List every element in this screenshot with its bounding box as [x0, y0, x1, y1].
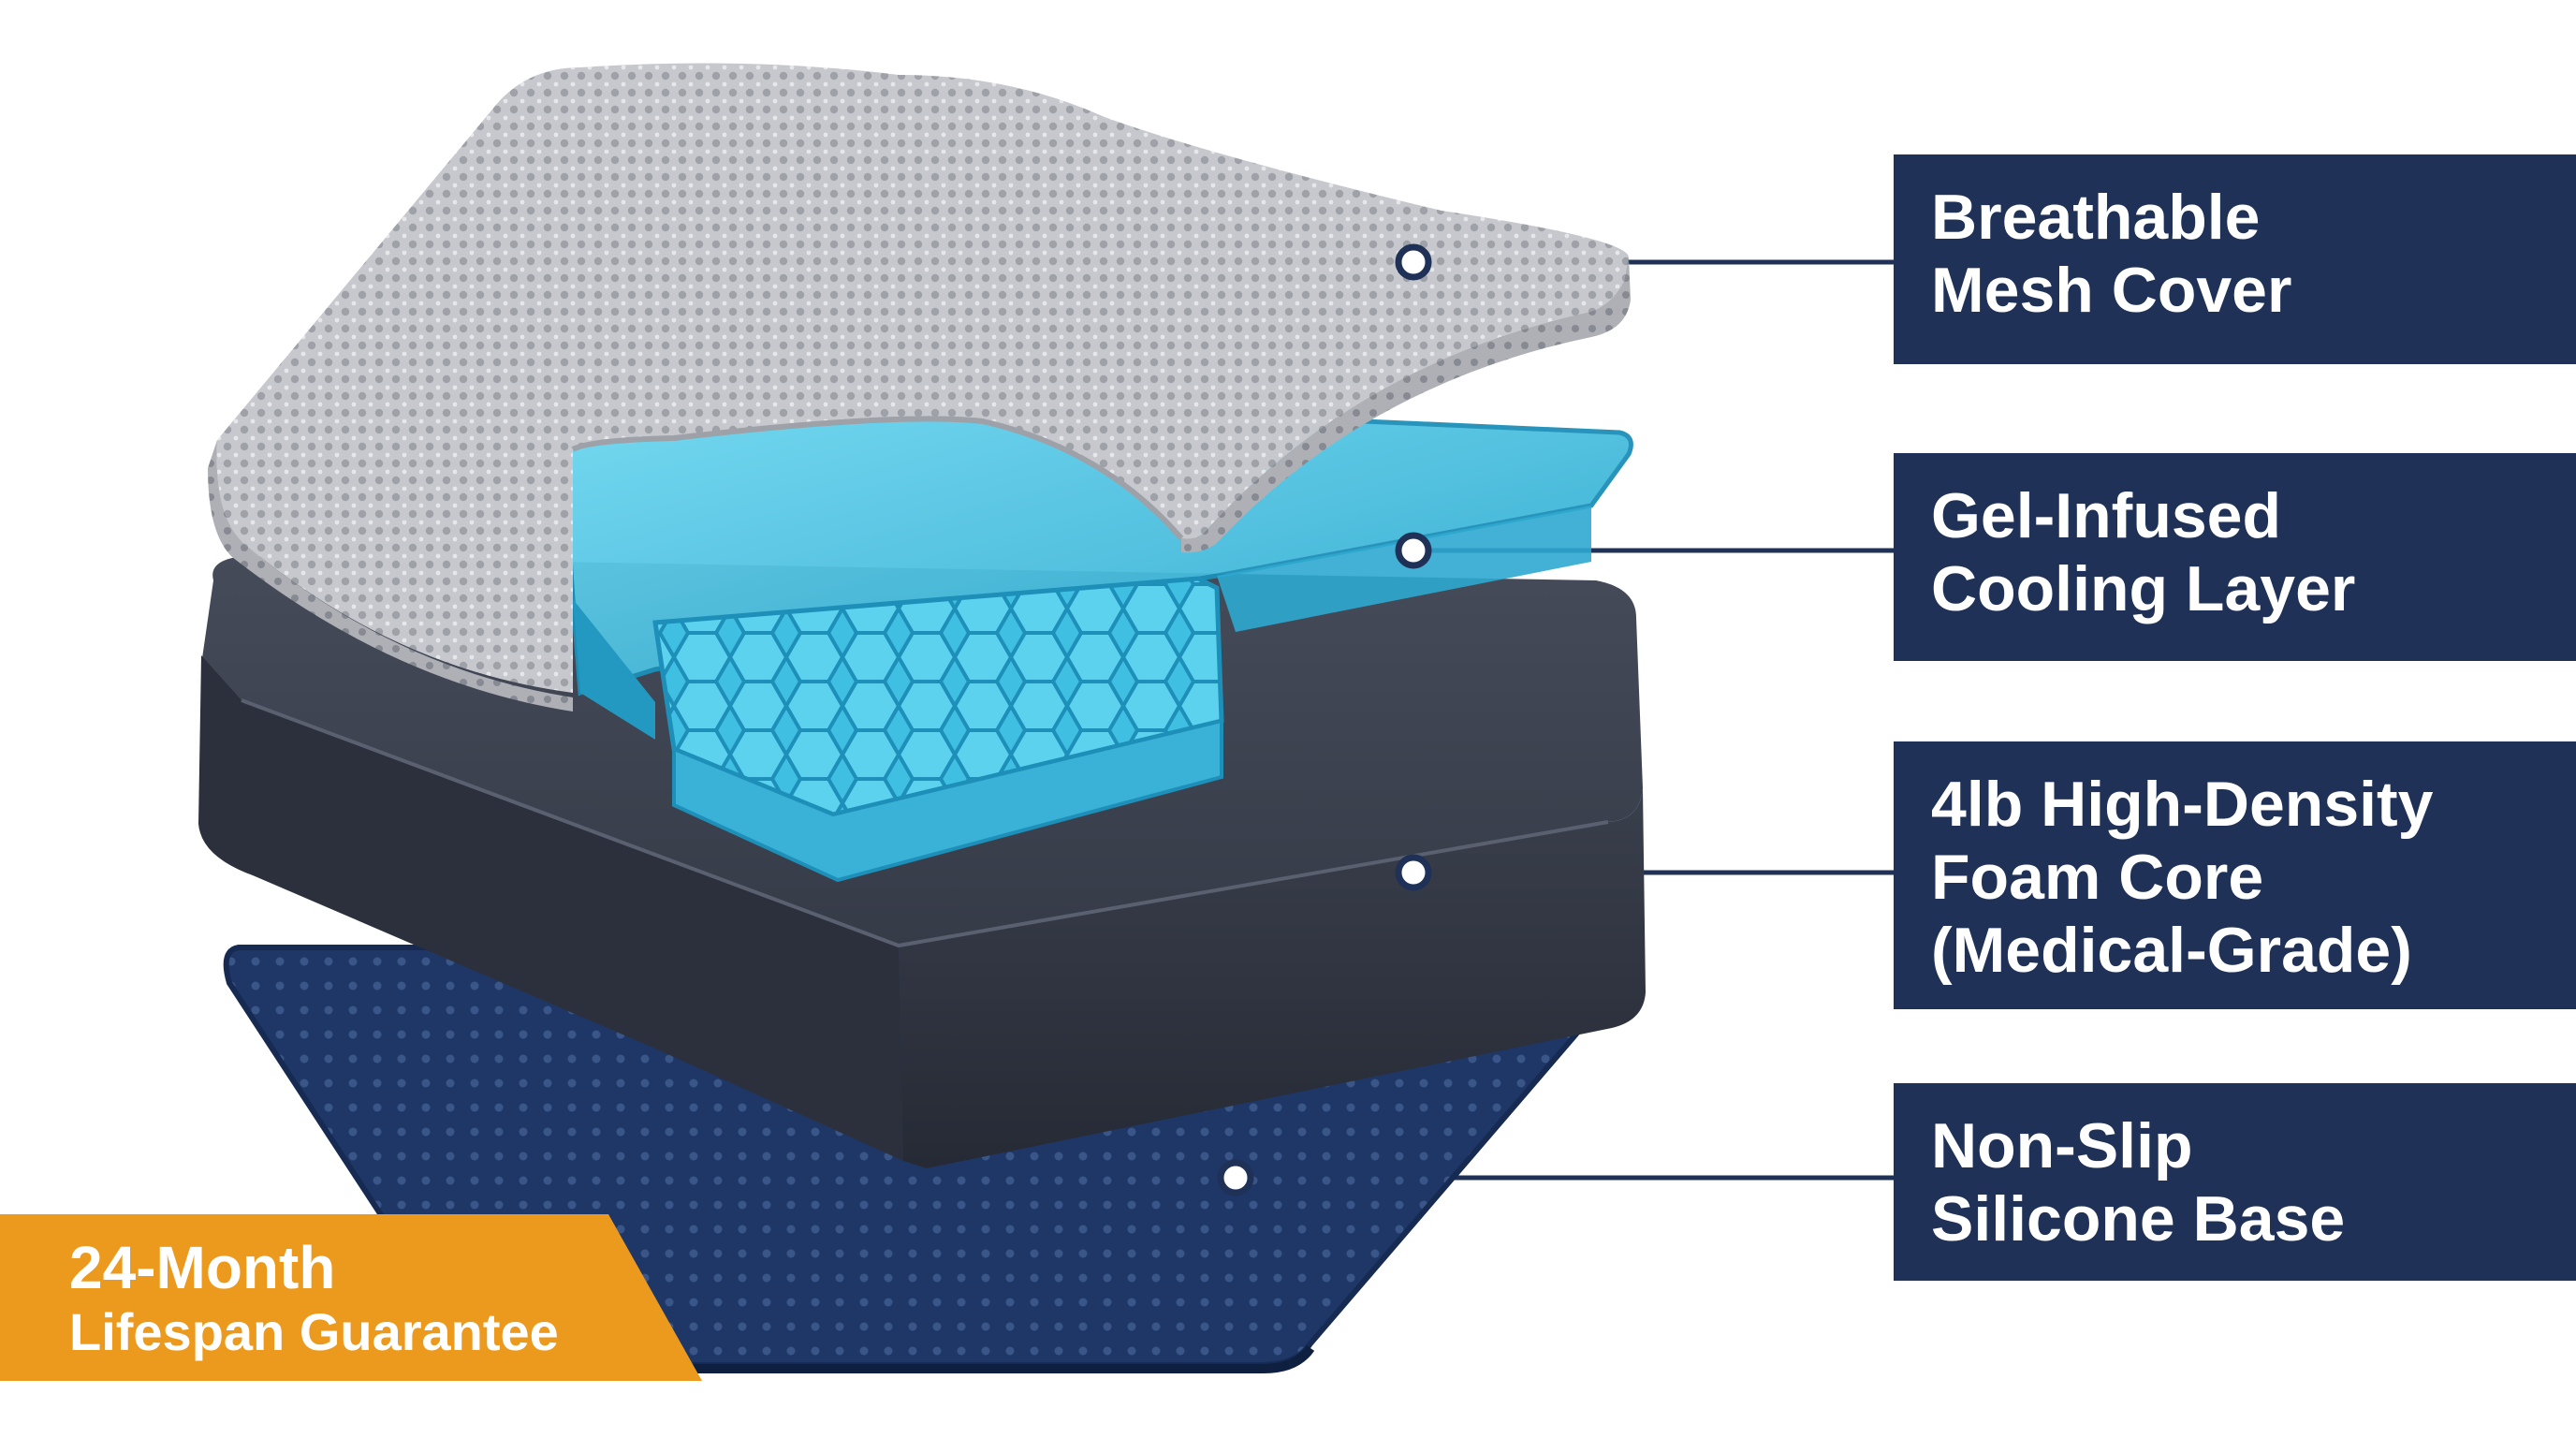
callout-base-line-1: Non-Slip: [1931, 1110, 2193, 1181]
foam-core-left-side: [198, 655, 903, 1161]
callout-mesh-line-2: Mesh Cover: [1931, 255, 2292, 326]
callout-foam-core: 4lb High-Density Foam Core (Medical-Grad…: [1894, 741, 2576, 1009]
callout-foam-line-1: 4lb High-Density: [1931, 769, 2434, 840]
callout-box-gel: [1894, 453, 2576, 661]
callout-silicone-base: Non-Slip Silicone Base: [1894, 1083, 2576, 1281]
marker-gel: [1395, 532, 1432, 569]
guarantee-badge: [0, 1214, 702, 1381]
callout-box-mesh: [1894, 154, 2576, 364]
guarantee-badge-shape: [0, 1214, 702, 1381]
callout-mesh-cover: Breathable Mesh Cover: [1894, 154, 2576, 364]
marker-foam: [1395, 854, 1432, 891]
callout-box-foam: [1894, 741, 2576, 1009]
mesh-cover-right-side: [1181, 257, 1631, 553]
foam-core-front-side: [899, 788, 1646, 1168]
mesh-cover-layer: [208, 63, 1631, 712]
marker-mesh: [1395, 243, 1432, 281]
mesh-cover-front-side: [208, 440, 573, 712]
gel-honeycomb-side: [672, 718, 1223, 883]
callout-gel-line-2: Cooling Layer: [1931, 553, 2356, 624]
foam-core-edge-highlight: [241, 698, 1609, 948]
mesh-cover-peel-edge: [571, 416, 1184, 540]
callout-box-base: [1894, 1083, 2576, 1281]
callout-gel-layer: Gel-Infused Cooling Layer: [1894, 453, 2576, 661]
callout-base-line-2: Silicone Base: [1931, 1183, 2346, 1255]
callout-boxes: [1894, 154, 2576, 1281]
callout-foam-line-3: (Medical-Grade): [1931, 915, 2412, 986]
callout-gel-line-1: Gel-Infused: [1931, 480, 2282, 551]
guarantee-subtitle: Lifespan Guarantee: [69, 1302, 559, 1361]
callout-markers: [1217, 243, 1432, 1196]
guarantee-badge-text: 24-Month Lifespan Guarantee: [69, 1234, 559, 1363]
mesh-cover-top: [216, 63, 1630, 693]
guarantee-title: 24-Month: [69, 1234, 336, 1301]
callout-foam-line-2: Foam Core: [1931, 842, 2264, 913]
gel-layer-front-side: [1217, 506, 1591, 632]
gel-layer-left-side: [573, 599, 655, 740]
marker-base: [1217, 1159, 1254, 1196]
callout-mesh-line-1: Breathable: [1931, 182, 2261, 253]
